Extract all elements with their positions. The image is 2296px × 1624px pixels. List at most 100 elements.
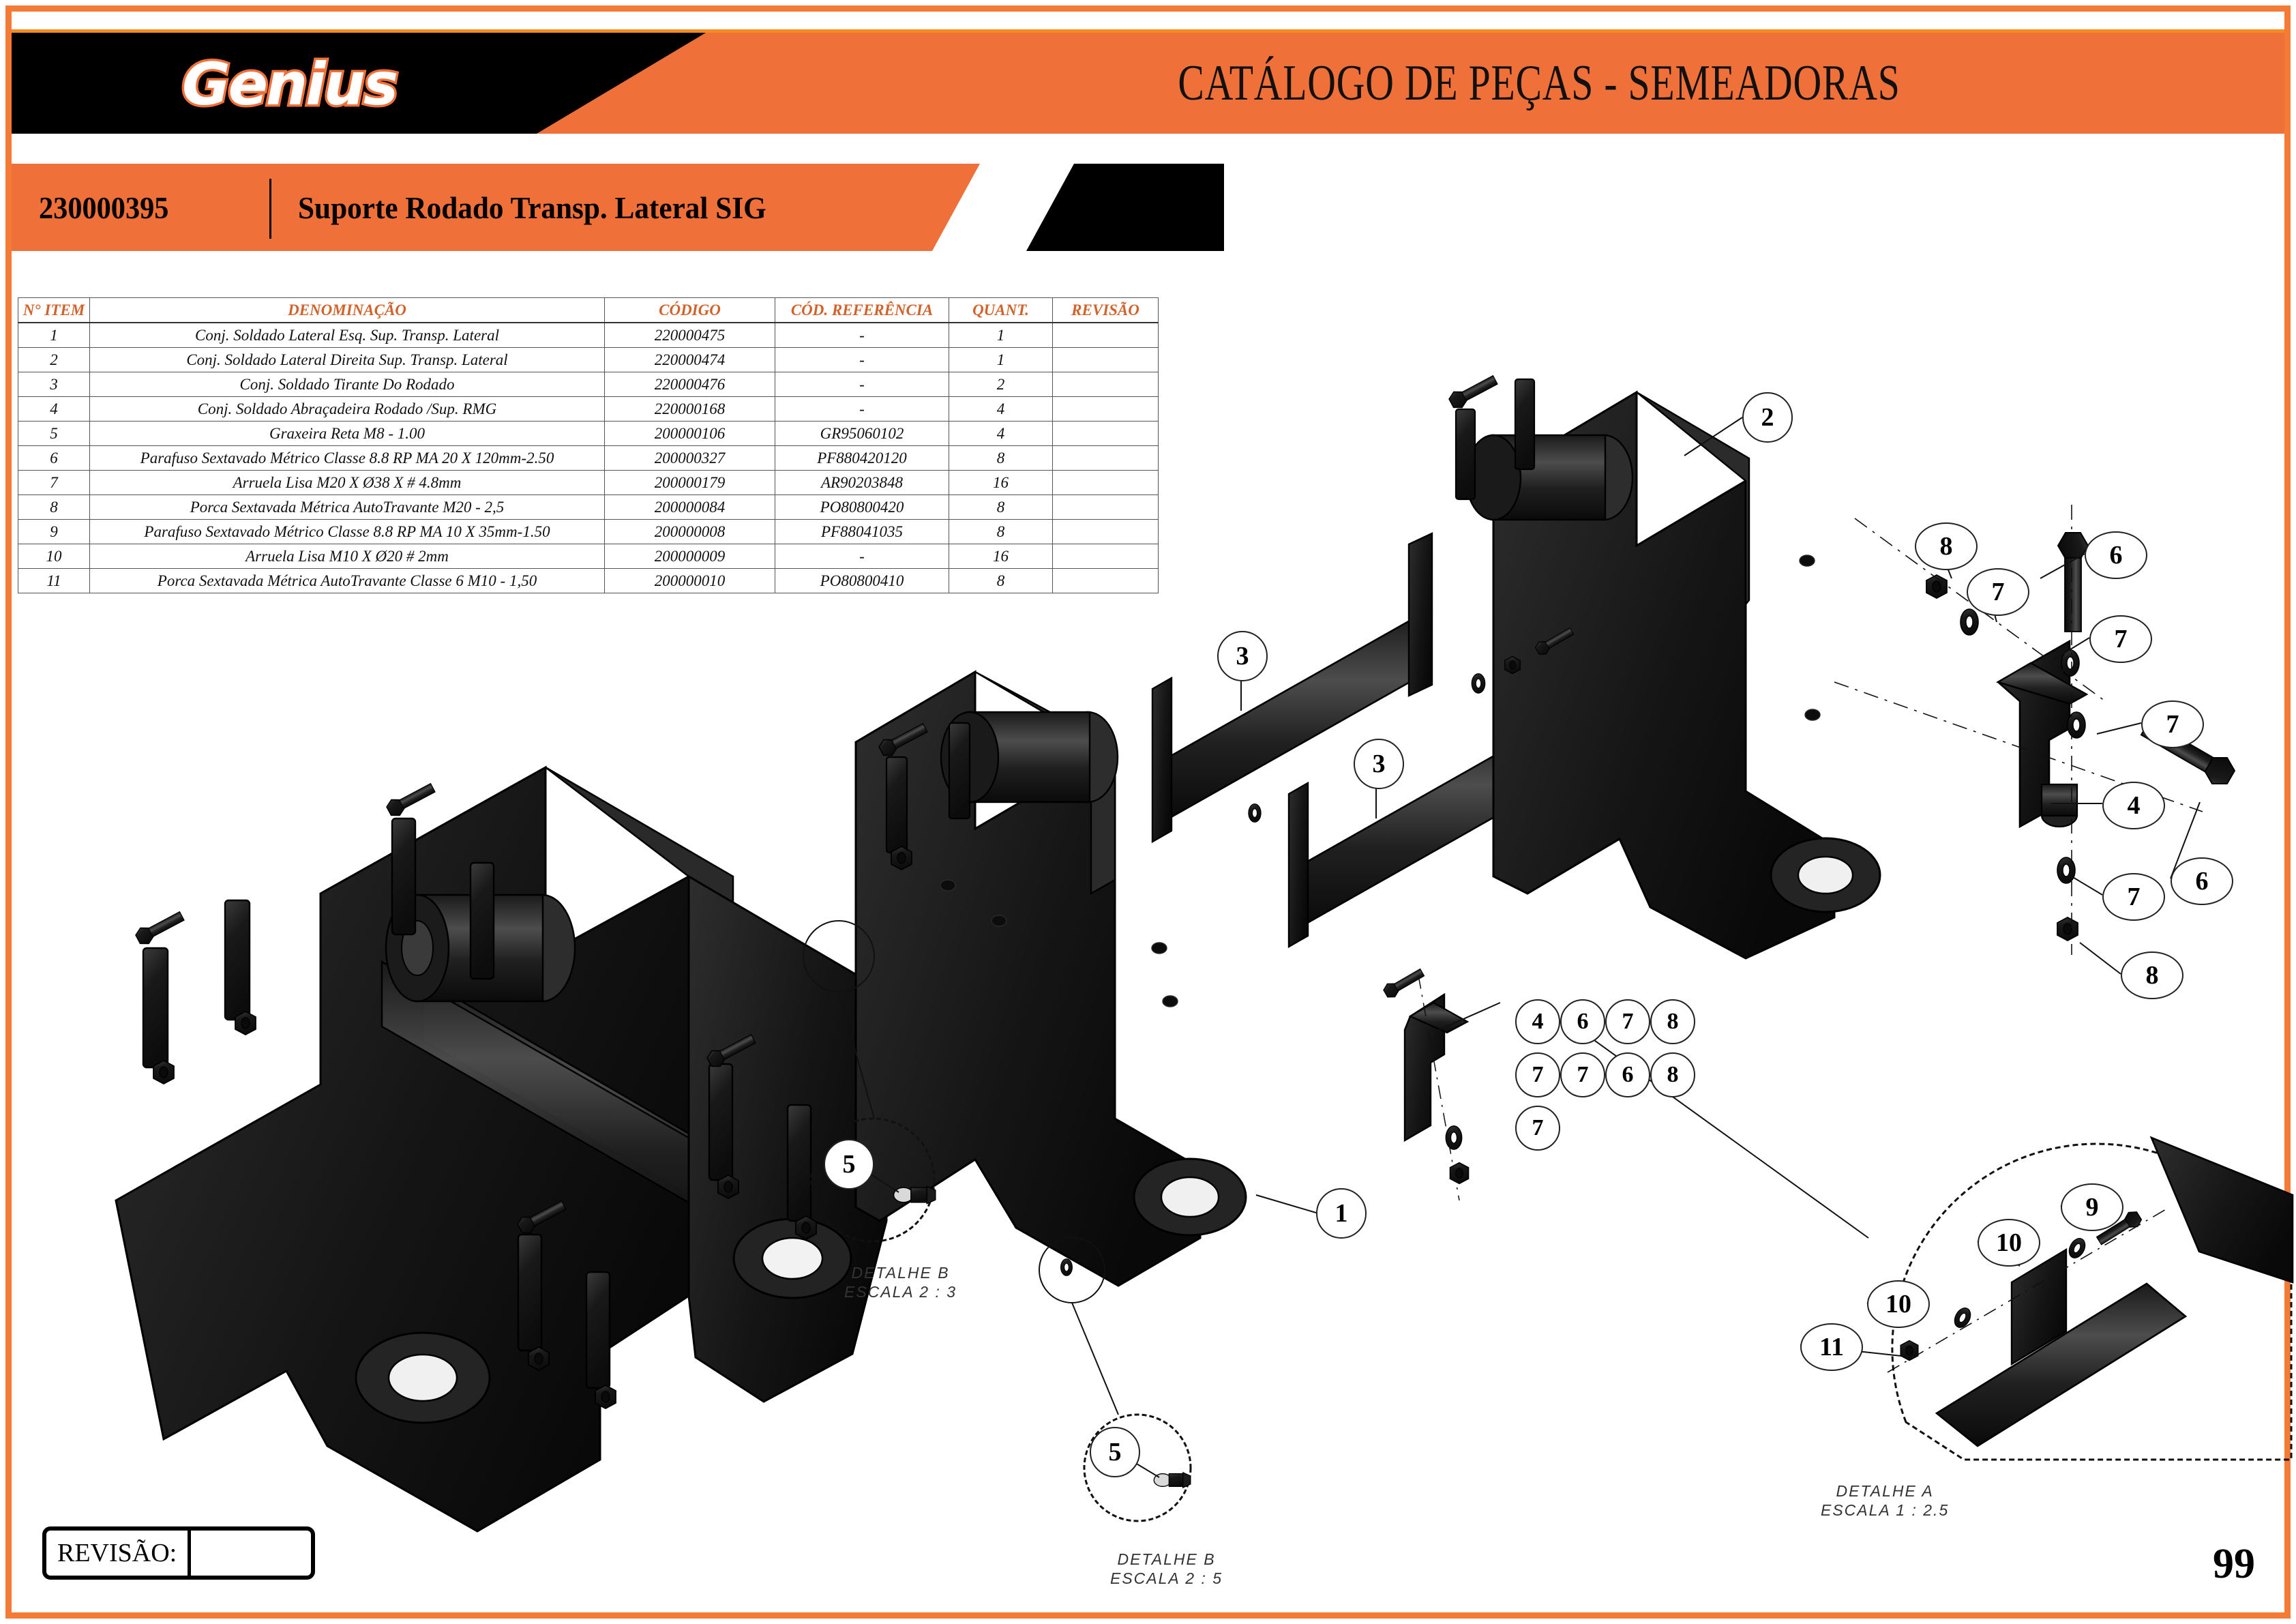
hardware-stack-centre [1381,965,1470,1201]
revision-divider [188,1531,192,1576]
cell-denominacao: Porca Sextavada Métrica AutoTravante Cla… [89,568,605,593]
cell-referencia: - [775,396,949,422]
cell-referencia: PF88041035 [775,519,949,544]
part-name: Suporte Rodado Transp. Lateral SIG [298,190,766,225]
assembly-view-exploded-left [854,670,1247,1287]
cell-denominacao: Graxeira Reta M8 - 1.00 [89,421,605,446]
cell-item: 2 [18,347,90,372]
balloon-8: 8 [1650,1052,1695,1097]
cell-quant: 16 [949,470,1053,495]
balloon-7: 7 [1560,1052,1605,1097]
logo-text: Genius [179,50,400,120]
cell-codigo: 220000475 [604,322,775,348]
cell-referencia: PF880420120 [775,445,949,471]
page-border-top [5,5,2291,12]
part-divider [269,179,271,239]
part-code: 230000395 [39,190,169,225]
revision-value[interactable] [191,1531,311,1576]
cell-item: 1 [18,322,90,348]
header-accent-line [12,29,2284,35]
cell-codigo: 200000327 [604,445,775,471]
cell-quant: 16 [949,544,1053,569]
balloon-4: 4 [1515,999,1560,1044]
cell-codigo: 200000106 [604,421,775,446]
cell-referencia: - [775,544,949,569]
balloon-6: 6 [1560,999,1605,1044]
balloon-11: 11 [1800,1323,1863,1371]
cell-denominacao: Porca Sextavada Métrica AutoTravante M20… [89,494,605,520]
balloon-2: 2 [1742,392,1793,443]
loose-hardware [1060,624,1576,1276]
balloon-8: 8 [1915,522,1978,570]
cell-codigo: 200000179 [604,470,775,495]
cell-denominacao: Conj. Soldado Lateral Esq. Sup. Transp. … [89,322,605,348]
cell-referencia: - [775,372,949,397]
balloon-4: 4 [2102,782,2165,829]
cell-quant: 1 [949,322,1053,348]
cell-codigo: 200000084 [604,494,775,520]
balloon-8: 8 [1650,999,1695,1044]
cell-referencia: PO80800410 [775,568,949,593]
balloon-6: 6 [2085,531,2147,579]
assembly-view-main [115,765,888,1533]
cell-item: 3 [18,372,90,397]
cell-codigo: 200000010 [604,568,775,593]
balloon-1: 1 [1316,1188,1367,1239]
balloon-3: 3 [1217,631,1268,681]
cell-quant: 8 [949,568,1053,593]
cell-item: 11 [18,568,90,593]
cell-revisao [1052,519,1159,544]
balloon-10: 10 [1978,1219,2040,1267]
cell-item: 6 [18,445,90,471]
bill-of-materials-table: N° ITEM DENOMINAÇÃO CÓDIGO CÓD. REFERÊNC… [18,297,1159,593]
balloon-3: 3 [1354,739,1404,789]
tie-rod-upper [1151,532,1433,844]
balloon-7: 7 [2102,873,2165,921]
page-border-right [2284,5,2291,1619]
cell-quant: 4 [949,396,1053,422]
cell-item: 9 [18,519,90,544]
cell-revisao [1052,494,1159,520]
col-header-item: N° ITEM [18,297,90,323]
balloon-8: 8 [2121,951,2183,999]
part-identification-bar: 230000395 Suporte Rodado Transp. Lateral… [12,164,2284,251]
cell-revisao [1052,347,1159,372]
subbar-black-shape [1026,164,1224,251]
balloon-7: 7 [1515,1106,1560,1151]
cell-revisao [1052,421,1159,446]
catalog-header: Genius CATÁLOGO DE PEÇAS - SEMEADORAS [12,33,2284,134]
assembly-view-exploded-right [1446,371,1881,960]
col-header-codigo: CÓDIGO [604,297,775,323]
col-header-revisao: REVISÃO [1052,297,1159,323]
revision-box[interactable]: REVISÃO: [42,1526,315,1580]
cell-codigo: 220000474 [604,347,775,372]
cell-denominacao: Arruela Lisa M20 X Ø38 X # 4.8mm [89,470,605,495]
subbar-orange-shape [12,164,980,251]
cell-denominacao: Conj. Soldado Tirante Do Rodado [89,372,605,397]
page-border-left [5,5,12,1619]
page-title: CATÁLOGO DE PEÇAS - SEMEADORAS [796,33,2282,134]
page-number: 99 [2213,1541,2255,1587]
col-header-quant: QUANT. [949,297,1053,323]
cell-item: 10 [18,544,90,569]
cell-quant: 2 [949,372,1053,397]
detail-b-bottom: DETALHE B ESCALA 2 : 5 [1110,1550,1223,1587]
cell-codigo: 220000168 [604,396,775,422]
balloon-5: 5 [824,1139,874,1190]
cell-item: 8 [18,494,90,520]
cell-referencia: GR95060102 [775,421,949,446]
cell-revisao [1052,396,1159,422]
cell-denominacao: Arruela Lisa M10 X Ø20 # 2mm [89,544,605,569]
balloon-10: 10 [1867,1280,1930,1328]
